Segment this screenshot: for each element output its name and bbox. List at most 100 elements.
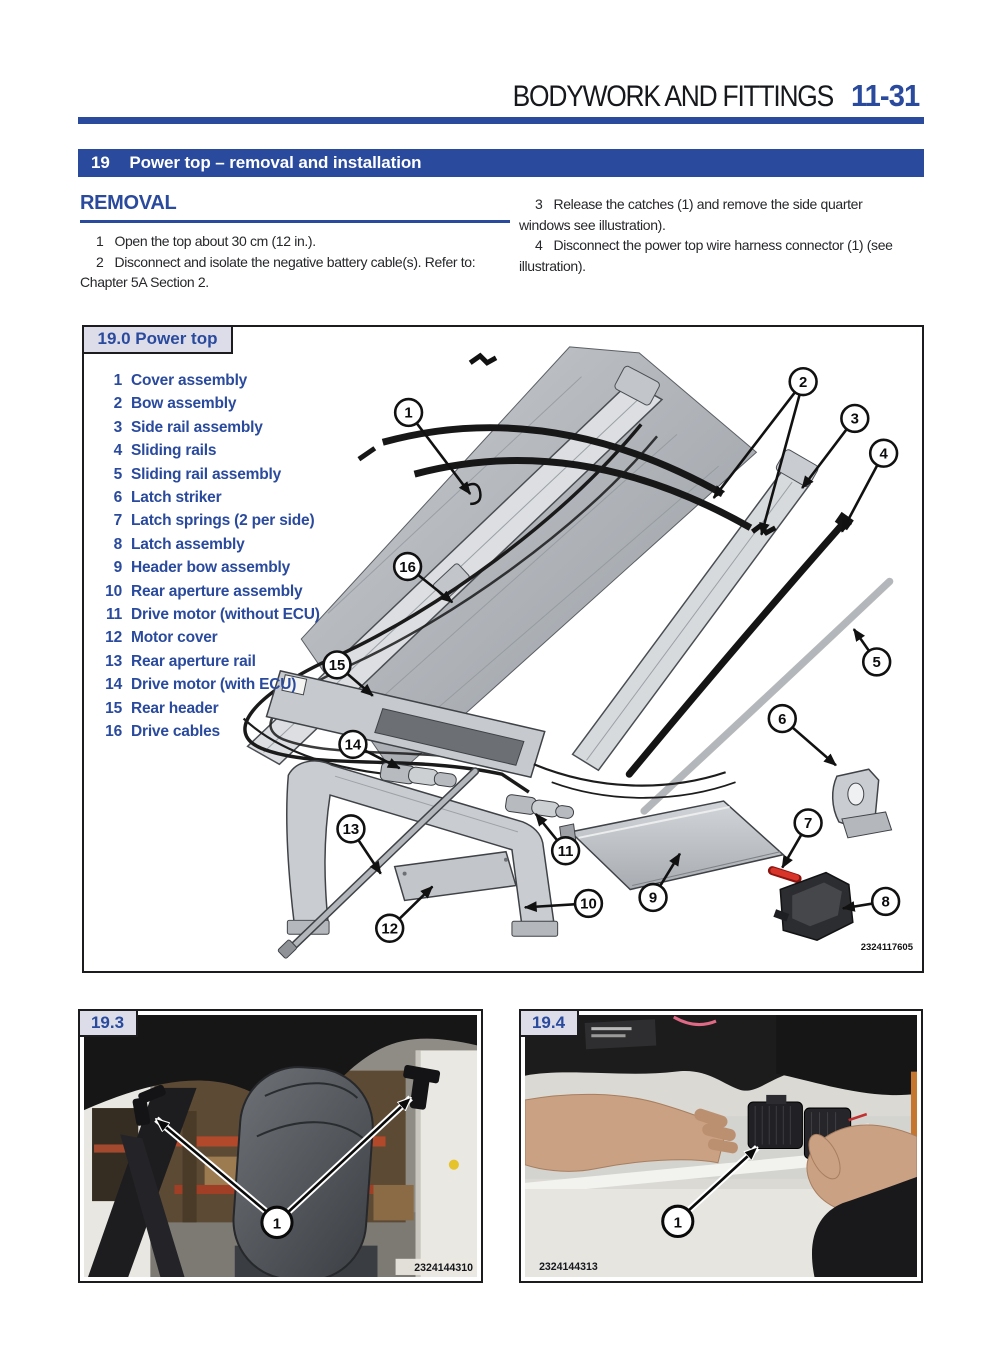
right-hand xyxy=(806,1124,917,1277)
svg-text:7: 7 xyxy=(804,816,812,832)
running-head: BODYWORK AND FITTINGS 11-31 xyxy=(469,78,924,114)
removal-heading: REMOVAL xyxy=(80,192,177,214)
callout-5: 5 xyxy=(861,647,892,677)
pink-wire xyxy=(673,1015,717,1027)
svg-text:11: 11 xyxy=(558,844,574,860)
left-catch xyxy=(132,1084,166,1126)
right-catch xyxy=(403,1065,441,1110)
yellow-marker-dot xyxy=(448,1159,459,1170)
section-number: 19 xyxy=(91,153,110,172)
latch-striker-part xyxy=(831,768,893,839)
roll-bar xyxy=(84,1015,477,1277)
header-frame-underside xyxy=(525,1015,917,1096)
rear-aperture-assembly-part xyxy=(286,760,559,937)
figure-19-4-tab: 19.4 xyxy=(518,1008,579,1037)
removal-heading-rule xyxy=(80,220,510,223)
callout-circles: 1 2 3 4 5 6 7 8 9 10 11 12 13 14 15 16 xyxy=(322,366,901,943)
latch-springs-part xyxy=(767,866,802,884)
header-rule xyxy=(78,117,924,124)
rear-aperture-rail-part xyxy=(277,767,480,959)
svg-text:4: 4 xyxy=(879,446,888,462)
svg-text:3: 3 xyxy=(851,412,859,428)
svg-text:5: 5 xyxy=(873,655,881,671)
callout-2: 2 xyxy=(788,366,818,397)
svg-text:13: 13 xyxy=(343,822,360,838)
orange-edge-sliver xyxy=(910,1071,917,1143)
svg-text:2: 2 xyxy=(799,375,807,391)
svg-text:9: 9 xyxy=(649,891,657,907)
callout-4: 4 xyxy=(868,438,899,468)
figure-19-3-photo-id: 2324144310 xyxy=(414,1262,473,1274)
callout-12: 12 xyxy=(374,913,405,943)
svg-text:10: 10 xyxy=(580,897,597,913)
page-number: 11-31 xyxy=(851,78,920,113)
callout-10: 10 xyxy=(573,888,604,919)
callout-13: 13 xyxy=(336,814,366,844)
left-hand xyxy=(525,1093,738,1172)
figure-19-3-tab: 19.3 xyxy=(77,1008,138,1037)
svg-text:8: 8 xyxy=(881,895,889,911)
svg-text:15: 15 xyxy=(329,658,346,674)
callout-15: 15 xyxy=(322,650,352,680)
figure-19-4-photo: 1 2324144313 xyxy=(525,1015,917,1277)
callout-9: 9 xyxy=(638,882,668,913)
svg-text:16: 16 xyxy=(399,560,416,576)
figure-19-3-box: 1 2324144310 19.3 xyxy=(77,1008,483,1283)
header-bow-assembly-part xyxy=(559,800,785,891)
section-title: Power top – removal and installation xyxy=(129,153,422,172)
callout-6: 6 xyxy=(767,703,797,734)
figure-19-0-box: 1 2 3 4 5 6 7 8 9 10 11 12 13 14 15 16 1… xyxy=(81,324,924,973)
chapter-title: BODYWORK AND FITTINGS xyxy=(512,80,835,113)
callout-16: 16 xyxy=(392,551,423,582)
figure-19-0-tab: 19.0 Power top xyxy=(81,324,234,354)
figure-19-3-photo: 1 2324144310 xyxy=(84,1015,477,1277)
svg-text:6: 6 xyxy=(778,712,786,728)
callout-14: 14 xyxy=(338,729,368,760)
power-top-exploded-diagram: 1 2 3 4 5 6 7 8 9 10 11 12 13 14 15 16 xyxy=(242,346,901,959)
cover-hook-detail xyxy=(465,482,482,506)
section-banner: 19 Power top – removal and installation xyxy=(78,149,924,177)
figure-19-4-box: 1 2324144313 19.4 xyxy=(518,1008,923,1283)
callout-1: 1 xyxy=(393,397,424,428)
latch-assembly-part xyxy=(773,871,854,941)
svg-text:12: 12 xyxy=(381,922,398,938)
dark-sleeve xyxy=(811,1176,917,1277)
svg-text:14: 14 xyxy=(345,738,362,754)
callout-11: 11 xyxy=(550,836,581,866)
figure-19-0-id: 2324117605 xyxy=(860,942,913,953)
drive-motor-part xyxy=(505,794,575,819)
connector-callout: 1 xyxy=(661,1145,760,1239)
seat-headrest xyxy=(232,1066,378,1277)
photo-callout-number: 1 xyxy=(674,1214,682,1231)
callout-8: 8 xyxy=(870,886,901,917)
sliding-rail-assembly-part xyxy=(640,577,894,815)
catch-callout: 1 xyxy=(154,1095,413,1240)
callout-7: 7 xyxy=(793,808,823,838)
callout-3: 3 xyxy=(840,403,870,434)
photo-id-backing xyxy=(395,1258,477,1275)
svg-text:1: 1 xyxy=(404,406,412,422)
motor-cover-part xyxy=(393,850,517,902)
